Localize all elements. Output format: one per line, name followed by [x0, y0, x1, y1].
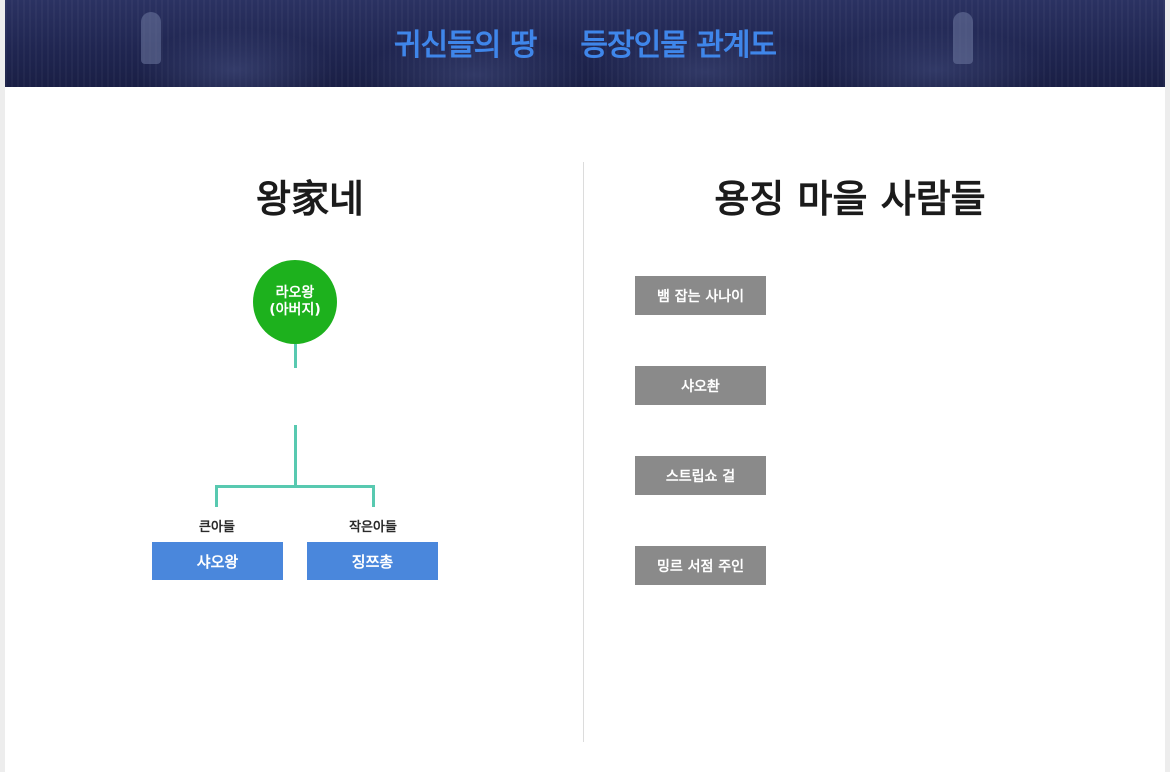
- younger-son-role: 작은아들: [349, 520, 397, 535]
- father-node: 라오왕 (아버지): [253, 260, 337, 344]
- eldest-son-role: 큰아들: [199, 520, 235, 535]
- father-role: (아버지): [269, 302, 321, 318]
- header-banner: 귀신들의 땅 등장인물 관계도: [5, 0, 1165, 87]
- connector-left-drop: [215, 485, 218, 507]
- family-section-title: 왕家네: [256, 176, 364, 221]
- village-person-box: 스트립쇼 걸: [635, 456, 766, 495]
- connector-right-drop: [372, 485, 375, 507]
- village-person-box: 뱀 잡는 사나이: [635, 276, 766, 315]
- connector-branch: [215, 485, 375, 488]
- banner-figure-right-icon: [953, 12, 973, 64]
- eldest-son-box: 샤오왕: [152, 542, 283, 580]
- village-person-box: 밍르 서점 주인: [635, 546, 766, 585]
- village-person-box: 샤오촨: [635, 366, 766, 405]
- banner-title: 귀신들의 땅 등장인물 관계도: [5, 20, 1165, 64]
- younger-son-box: 징쯔총: [307, 542, 438, 580]
- banner-figure-left-icon: [141, 12, 161, 64]
- banner-title-right: 등장인물 관계도: [580, 28, 777, 63]
- section-divider: [583, 162, 584, 742]
- banner-title-left: 귀신들의 땅: [393, 28, 537, 63]
- father-name: 라오왕: [275, 285, 315, 301]
- village-section-title: 용징 마을 사람들: [714, 176, 986, 221]
- page: 귀신들의 땅 등장인물 관계도 왕家네 라오왕 (아버지) 큰아들 작은아들 샤…: [5, 0, 1165, 772]
- connector-father-stub: [294, 344, 297, 368]
- connector-trunk: [294, 425, 297, 487]
